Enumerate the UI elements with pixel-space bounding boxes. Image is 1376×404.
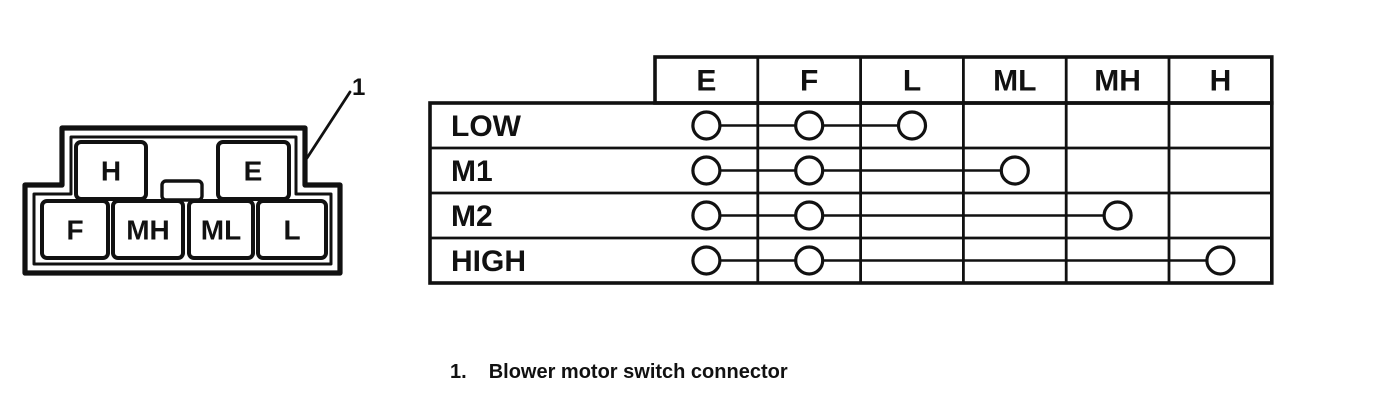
caption-text: Blower motor switch connector bbox=[488, 361, 788, 383]
figure-caption: 1. Blower motor switch connector bbox=[450, 361, 788, 384]
pin-box-ML bbox=[187, 199, 255, 260]
pin-cavity-MH: MH bbox=[111, 199, 185, 260]
continuity-circle bbox=[691, 245, 722, 276]
pin-box-E bbox=[216, 140, 291, 201]
continuity-circle bbox=[1102, 200, 1133, 231]
pin-cavity-F: F bbox=[40, 199, 110, 260]
continuity-circle bbox=[999, 155, 1030, 186]
pin-box-H bbox=[74, 140, 148, 201]
continuity-circle bbox=[794, 245, 825, 276]
pin-cavity-ML: ML bbox=[187, 199, 255, 260]
pin-cavity-E: E bbox=[216, 140, 291, 201]
pin-cavity-L: L bbox=[256, 199, 328, 260]
pin-cavity-H: H bbox=[74, 140, 148, 201]
table-header-cell: H bbox=[1210, 65, 1232, 98]
table-row-label: LOW bbox=[451, 110, 522, 143]
table-row-label: HIGH bbox=[451, 245, 526, 278]
caption-number: 1. bbox=[450, 361, 467, 383]
continuity-circle bbox=[691, 200, 722, 231]
connector-inner-outline bbox=[32, 135, 333, 266]
table-header-cell: MH bbox=[1094, 65, 1141, 98]
pin-label-E: E bbox=[244, 156, 263, 187]
connector-keying-tab bbox=[160, 179, 204, 202]
table-row-label: M1 bbox=[451, 155, 493, 188]
continuity-circle bbox=[794, 200, 825, 231]
connector-diagram: H E F MH ML L bbox=[22, 74, 365, 276]
continuity-circle bbox=[794, 110, 825, 141]
table-row-label: M2 bbox=[451, 200, 493, 233]
pin-label-ML: ML bbox=[201, 215, 241, 246]
pin-box-F bbox=[40, 199, 110, 260]
connector-outer-outline bbox=[22, 125, 343, 276]
callout-number: 1 bbox=[352, 74, 365, 101]
continuity-circle bbox=[896, 110, 928, 141]
table-header-cell: ML bbox=[993, 65, 1036, 98]
continuity-circle bbox=[691, 110, 722, 141]
continuity-circle bbox=[794, 155, 825, 186]
continuity-circle bbox=[691, 155, 722, 186]
pin-label-L: L bbox=[283, 215, 300, 246]
pin-box-L bbox=[256, 199, 328, 260]
table-header-cell: F bbox=[800, 65, 818, 98]
table-header-cell: L bbox=[903, 65, 921, 98]
continuity-circle bbox=[1205, 245, 1236, 276]
pin-label-F: F bbox=[66, 215, 83, 246]
callout-leader-line bbox=[305, 90, 352, 160]
pin-label-H: H bbox=[101, 156, 121, 187]
table-header-cell: E bbox=[696, 65, 716, 98]
pin-label-MH: MH bbox=[126, 215, 170, 246]
pin-box-MH bbox=[111, 199, 185, 260]
